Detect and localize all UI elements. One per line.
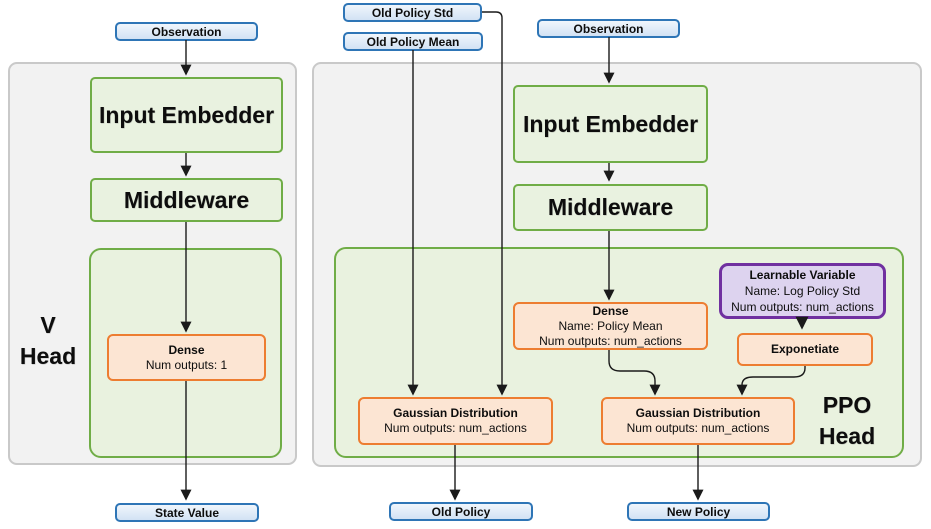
dense-left-title: Dense: [168, 342, 205, 357]
gaussian-old-outputs: Num outputs: num_actions: [384, 421, 527, 435]
observation-badge-left: Observation: [115, 22, 258, 41]
v-head-title: V Head: [10, 310, 86, 372]
dense-right-title: Dense: [592, 303, 629, 318]
dense-node-right: Dense Name: Policy Mean Num outputs: num…: [513, 302, 708, 350]
dense-node-left: Dense Num outputs: 1: [107, 334, 266, 381]
exponetiate-node: Exponetiate: [737, 333, 873, 366]
ppo-head-title-line1: PPO: [822, 392, 872, 418]
new-policy-badge: New Policy: [627, 502, 770, 521]
gaussian-distribution-node-old: Gaussian Distribution Num outputs: num_a…: [358, 397, 553, 445]
v-head-title-line2: Head: [19, 343, 77, 369]
input-embedder-node-left: Input Embedder: [90, 77, 283, 153]
dense-right-name: Name: Policy Mean: [558, 318, 663, 333]
middleware-right-label: Middleware: [547, 194, 674, 220]
ppo-head-title-line2: Head: [818, 423, 876, 449]
learnable-variable-node: Learnable Variable Name: Log Policy Std …: [719, 263, 886, 319]
observation-badge-right-label: Observation: [573, 21, 644, 36]
exponetiate-label: Exponetiate: [770, 342, 839, 356]
observation-badge-left-label: Observation: [151, 24, 222, 39]
input-embedder-node-right: Input Embedder: [513, 85, 708, 163]
gaussian-distribution-node-new: Gaussian Distribution Num outputs: num_a…: [601, 397, 795, 445]
state-value-badge: State Value: [115, 503, 259, 522]
dense-left-outputs: Num outputs: 1: [145, 357, 228, 372]
middleware-node-left: Middleware: [90, 178, 283, 222]
new-policy-badge-label: New Policy: [666, 504, 731, 519]
dense-right-outputs: Num outputs: num_actions: [539, 333, 682, 348]
middleware-node-right: Middleware: [513, 184, 708, 231]
old-policy-std-badge: Old Policy Std: [343, 3, 482, 22]
learnable-variable-title: Learnable Variable: [749, 268, 856, 282]
old-policy-mean-badge: Old Policy Mean: [343, 32, 483, 51]
gaussian-old-title: Gaussian Distribution: [393, 406, 518, 420]
v-head-title-line1: V: [40, 312, 56, 338]
observation-badge-right: Observation: [537, 19, 680, 38]
old-policy-badge: Old Policy: [389, 502, 533, 521]
gaussian-new-outputs: Num outputs: num_actions: [626, 421, 770, 435]
learnable-variable-name: Name: Log Policy Std: [744, 284, 861, 298]
old-policy-std-badge-label: Old Policy Std: [371, 5, 454, 20]
old-policy-badge-label: Old Policy: [431, 504, 491, 519]
state-value-badge-label: State Value: [154, 505, 220, 520]
middleware-left-label: Middleware: [123, 186, 250, 213]
gaussian-new-title: Gaussian Distribution: [635, 406, 761, 420]
old-policy-mean-badge-label: Old Policy Mean: [366, 34, 460, 49]
input-embedder-right-label: Input Embedder: [522, 110, 699, 137]
ppo-head-title: PPO Head: [799, 390, 895, 452]
input-embedder-left-label: Input Embedder: [98, 101, 275, 128]
learnable-variable-outputs: Num outputs: num_actions: [731, 300, 874, 314]
